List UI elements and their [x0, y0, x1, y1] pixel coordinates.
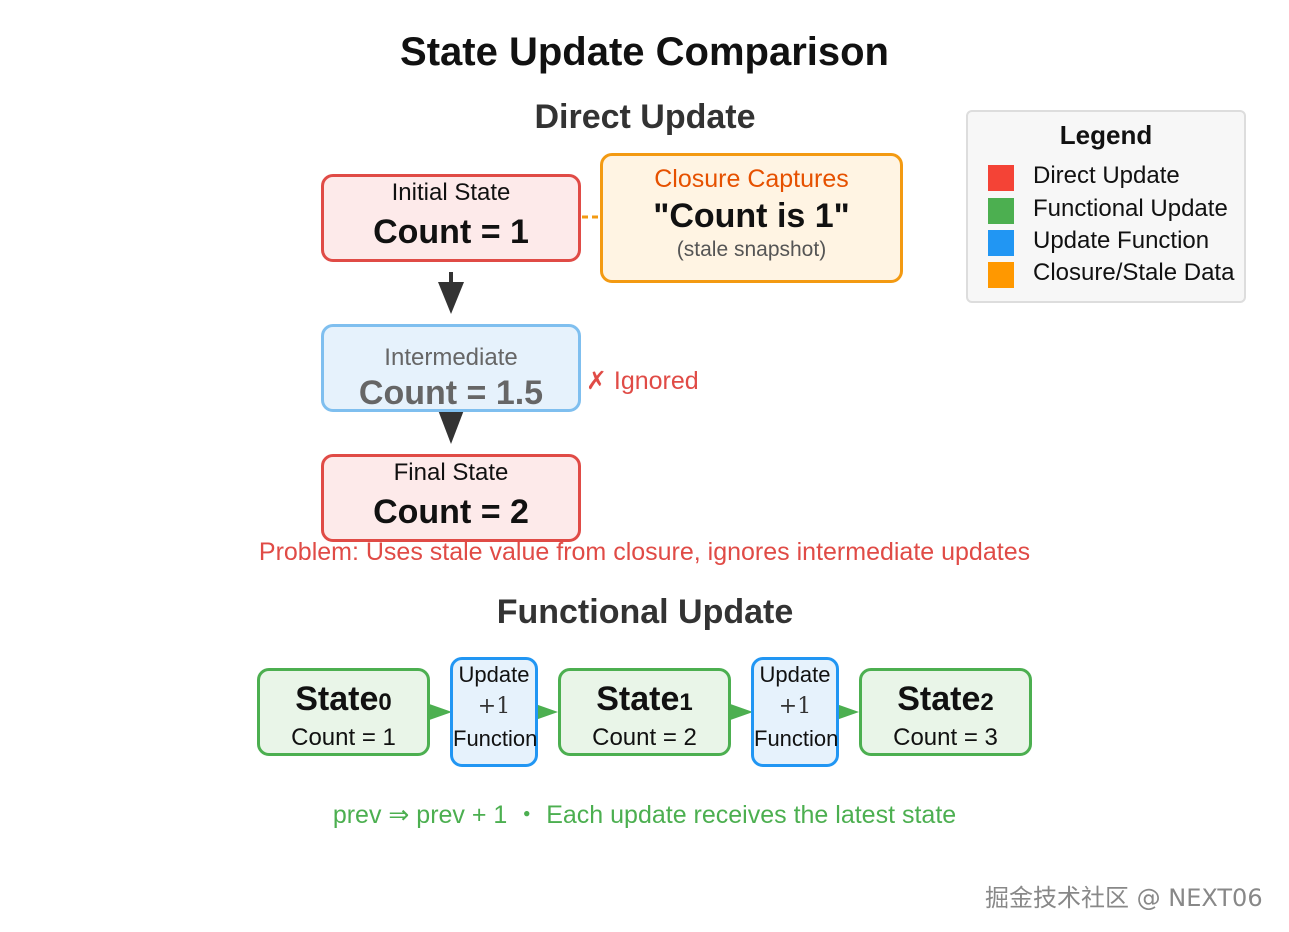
watermark: 掘金技术社区 @ NEXT06 [985, 884, 1263, 912]
legend-swatch-blue [988, 230, 1014, 256]
closure-stale-note: (stale snapshot) [676, 238, 827, 261]
legend-label: Closure/Stale Data [1033, 259, 1235, 286]
arrowhead-initial-to-intermediate [438, 282, 464, 314]
update-function-1-box: Update +1 Function [450, 657, 538, 767]
final-state-value: Count = 2 [373, 493, 529, 531]
state-1-value: Count = 2 [592, 724, 697, 751]
intermediate-value: Count = 1.5 [358, 374, 544, 412]
initial-state-label: Initial State [391, 179, 511, 206]
legend-swatch-orange [988, 262, 1014, 288]
update-function-1-op: +1 [477, 694, 511, 719]
arrowhead-intermediate-to-final [438, 410, 464, 444]
closure-captures-box: Closure Captures "Count is 1" (stale sna… [600, 153, 903, 283]
final-state-label: Final State [393, 459, 509, 486]
state-0-subscript: 0 [378, 689, 392, 716]
state-0-box: State0 Count = 1 [257, 668, 430, 756]
update-function-2-bottom: Function [754, 726, 839, 751]
legend-swatch-red [988, 165, 1014, 191]
state-0-value: Count = 1 [291, 724, 396, 751]
closure-captures-label: Closure Captures [654, 165, 849, 193]
initial-state-box: Initial State Count = 1 [321, 174, 581, 262]
state-2-value: Count = 3 [893, 724, 998, 751]
legend-label: Update Function [1033, 227, 1210, 254]
state-0-name: State [295, 680, 379, 718]
intermediate-box: Intermediate Count = 1.5 [321, 324, 581, 412]
closure-captures-value: "Count is 1" [653, 197, 850, 235]
update-function-2-top: Update [759, 662, 831, 687]
legend-title: Legend [1059, 120, 1153, 150]
legend-swatch-green [988, 198, 1014, 224]
functional-update-heading: Functional Update [496, 593, 794, 631]
state-2-box: State2 Count = 3 [859, 668, 1032, 756]
state-1-box: State1 Count = 2 [558, 668, 731, 756]
state-1-subscript: 1 [679, 689, 693, 716]
final-state-box: Final State Count = 2 [321, 454, 581, 542]
legend-label: Functional Update [1033, 195, 1228, 222]
ignored-label: ✗ Ignored [586, 367, 699, 395]
intermediate-label: Intermediate [384, 344, 518, 371]
update-function-1-bottom: Function [453, 726, 538, 751]
update-function-2-box: Update +1 Function [751, 657, 839, 767]
legend: Legend Direct Update Functional Update U… [966, 110, 1246, 303]
state-2-subscript: 2 [980, 689, 994, 716]
update-function-2-op: +1 [778, 694, 812, 719]
initial-state-value: Count = 1 [373, 213, 529, 251]
functional-caption: prev ⇒ prev + 1 ・ Each update receives t… [332, 801, 957, 829]
legend-label: Direct Update [1033, 162, 1180, 189]
state-1-name: State [596, 680, 680, 718]
update-function-1-top: Update [458, 662, 530, 687]
state-2-name: State [897, 680, 981, 718]
problem-note: Problem: Uses stale value from closure, … [258, 538, 1031, 566]
diagram-title: State Update Comparison [400, 30, 889, 74]
direct-update-heading: Direct Update [534, 98, 756, 136]
